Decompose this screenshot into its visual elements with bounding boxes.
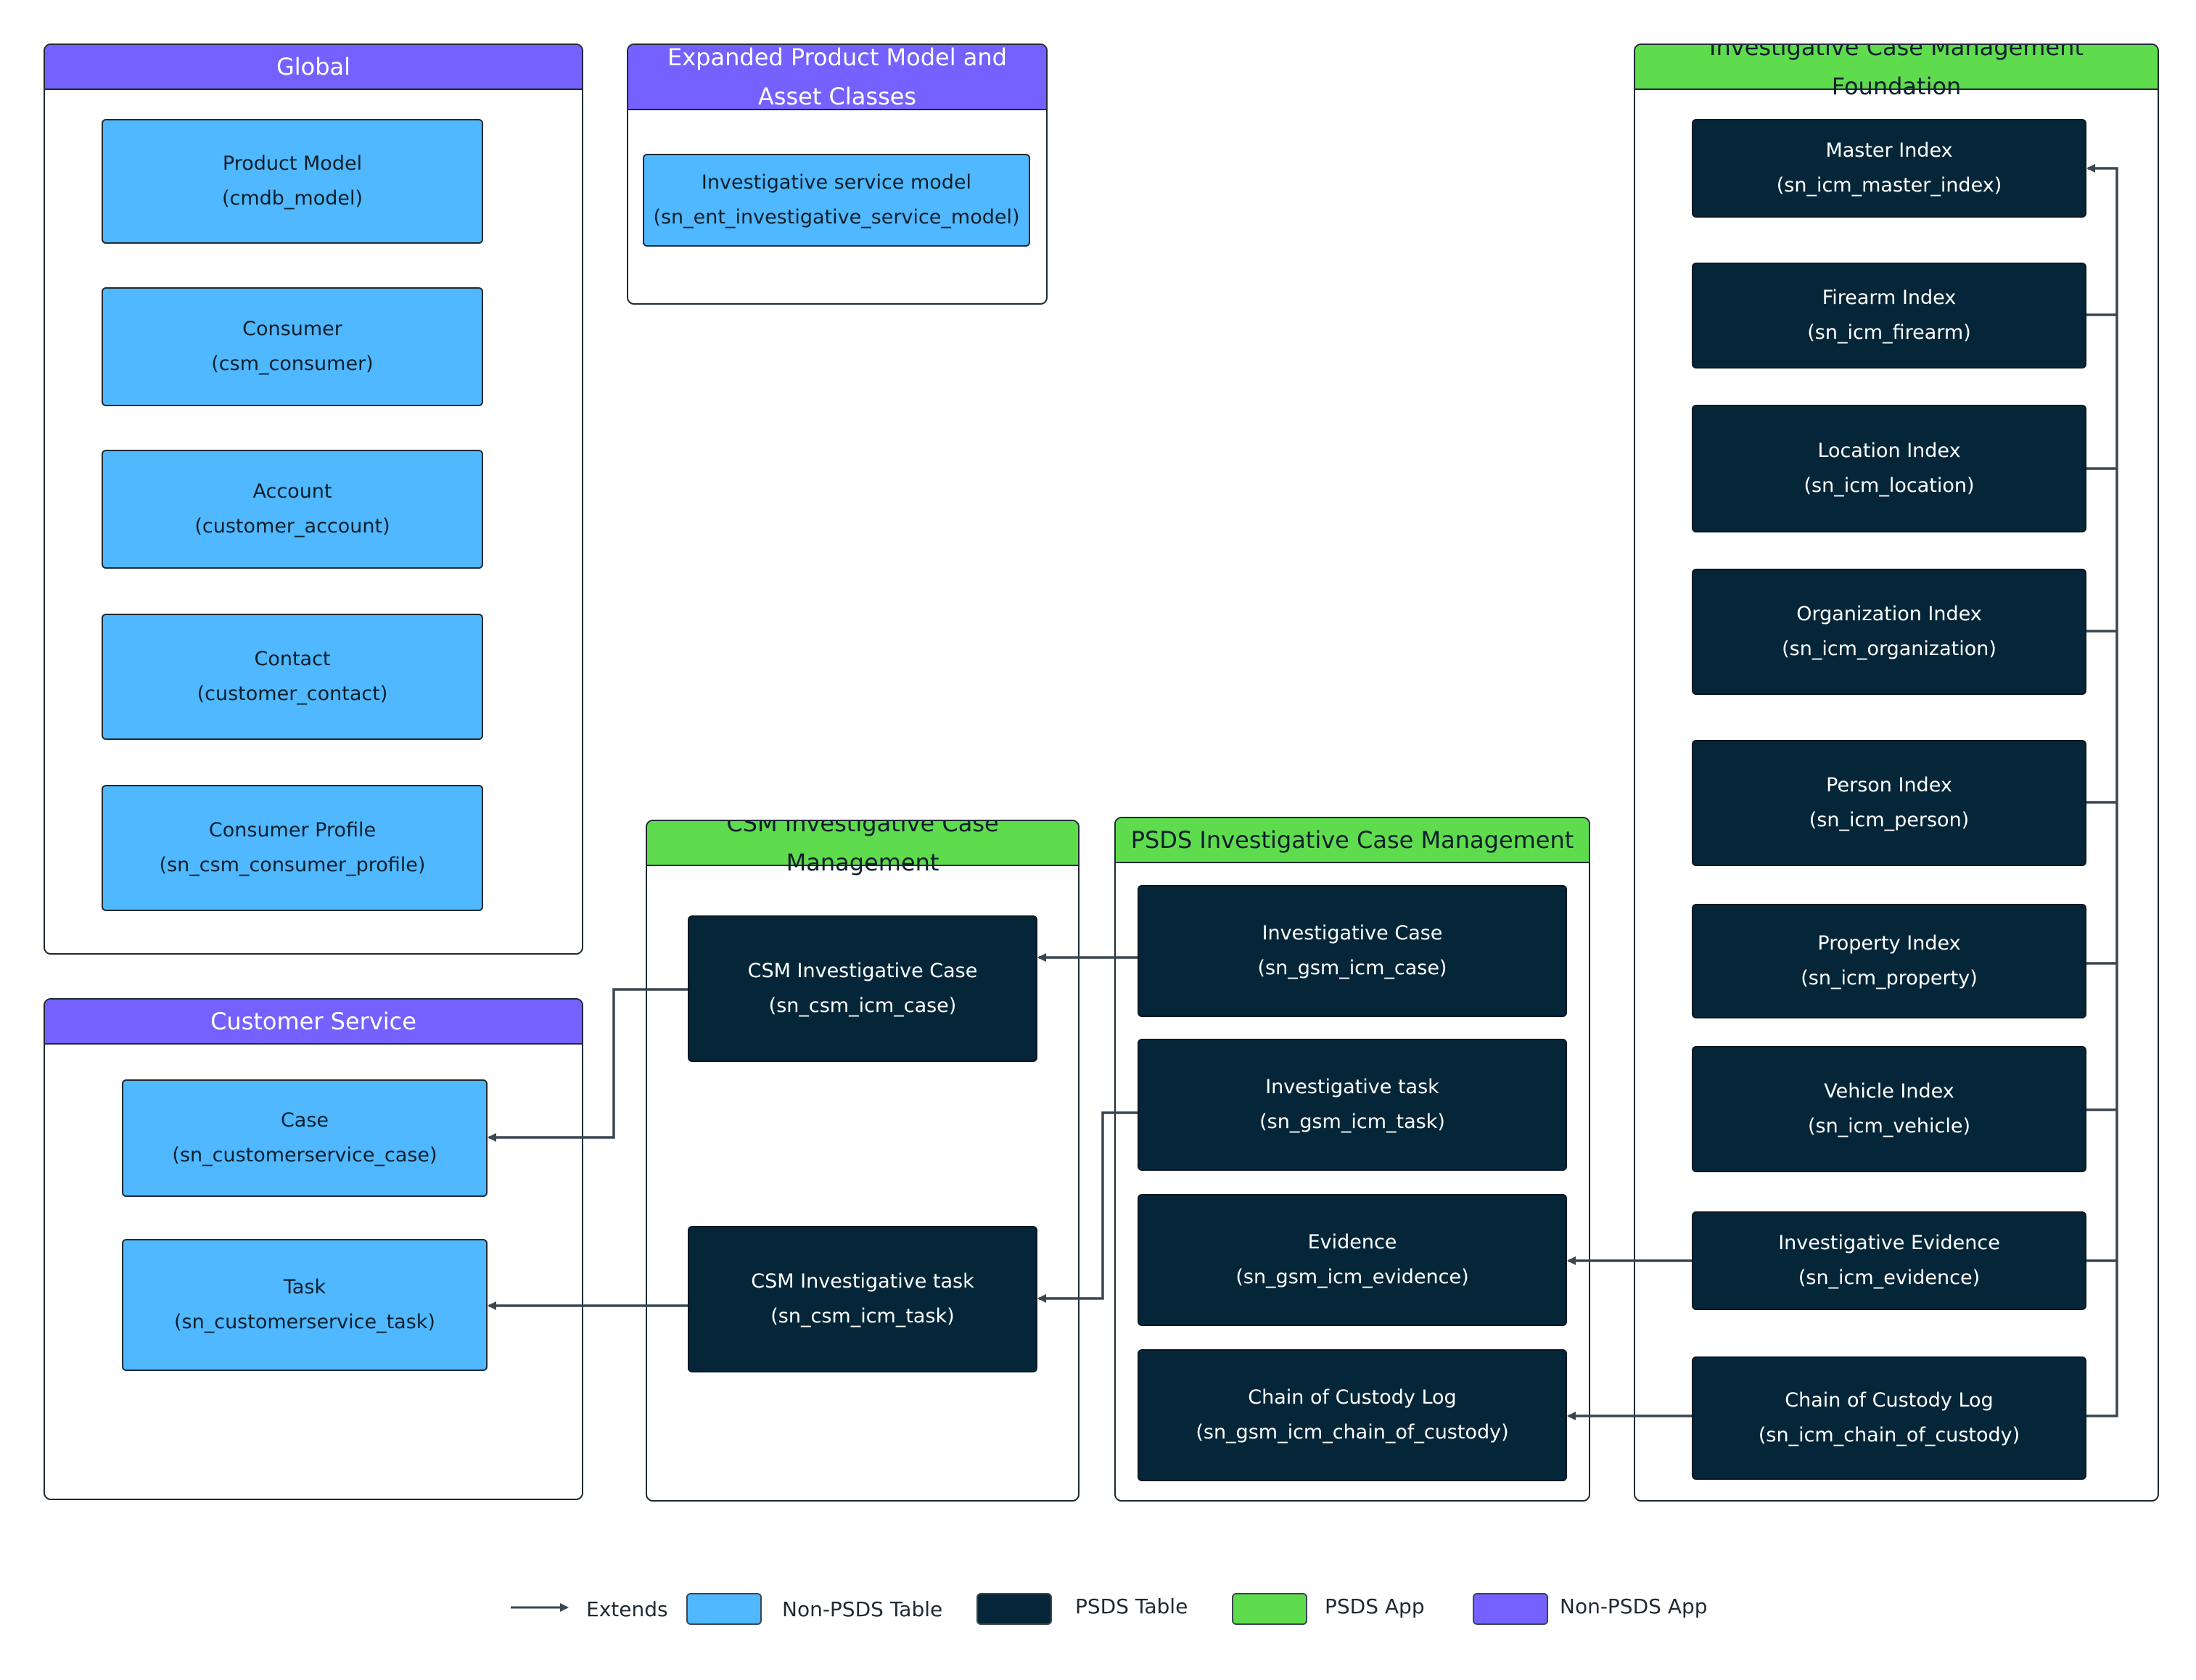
connector-inv-task-to-csm-task	[1037, 1111, 1138, 1303]
global-header: Global	[45, 45, 582, 90]
customer-service-title: Customer Service	[210, 1008, 416, 1035]
table-name: Firearm Index	[1822, 287, 1957, 309]
psds-icm-title: PSDS Investigative Case Management	[1130, 826, 1574, 854]
table-name: Product Model	[222, 152, 363, 175]
table-name: Property Index	[1817, 932, 1961, 955]
csm-icm-title: CSM Investigative Case Management	[726, 820, 999, 876]
icm-foundation-title: Investigative Case Management Foundation	[1709, 44, 2084, 100]
table-id: (sn_gsm_icm_chain_of_custody)	[1196, 1421, 1509, 1444]
table-id: (sn_icm_master_index)	[1776, 174, 2002, 197]
table-investigative-case[interactable]: Investigative Case (sn_gsm_icm_case)	[1138, 885, 1567, 1017]
table-name: Person Index	[1826, 774, 1952, 796]
table-id: (csm_consumer)	[211, 353, 374, 375]
legend-psds-app-label: PSDS App	[1325, 1594, 1425, 1618]
table-csm-investigative-case[interactable]: CSM Investigative Case (sn_csm_icm_case)	[688, 915, 1037, 1062]
table-master-index[interactable]: Master Index (sn_icm_master_index)	[1692, 119, 2086, 218]
table-name: Organization Index	[1796, 603, 1982, 625]
table-name: Master Index	[1825, 139, 1953, 162]
table-id: (customer_contact)	[197, 683, 388, 705]
table-id: (sn_icm_chain_of_custody)	[1758, 1424, 2020, 1446]
table-id: (sn_ent_investigative_service_model)	[653, 206, 1020, 228]
legend-non-psds-table-swatch	[686, 1593, 762, 1625]
table-id: (sn_csm_icm_case)	[768, 995, 957, 1017]
csm-icm-header: CSM Investigative Case Management	[647, 821, 1078, 876]
connector-csm-case-to-case	[488, 988, 688, 1142]
table-name: Consumer	[242, 318, 342, 340]
table-name: Chain of Custody Log	[1785, 1389, 1994, 1412]
icm-foundation-header: Investigative Case Management Foundation	[1635, 45, 2158, 100]
legend-psds-app-swatch	[1232, 1593, 1307, 1625]
table-location-index[interactable]: Location Index (sn_icm_location)	[1692, 405, 2086, 532]
table-evidence[interactable]: Evidence (sn_gsm_icm_evidence)	[1138, 1194, 1567, 1326]
table-account[interactable]: Account (customer_account)	[102, 450, 483, 569]
table-id: (sn_icm_organization)	[1782, 638, 1996, 660]
table-consumer-profile[interactable]: Consumer Profile (sn_csm_consumer_profil…	[102, 785, 483, 911]
table-name: Task	[283, 1276, 326, 1298]
table-id: (sn_gsm_icm_evidence)	[1235, 1266, 1469, 1288]
table-case[interactable]: Case (sn_customerservice_case)	[122, 1079, 488, 1197]
table-id: (sn_gsm_icm_task)	[1259, 1111, 1445, 1133]
legend-extends-label: Extends	[586, 1597, 668, 1621]
table-property-index[interactable]: Property Index (sn_icm_property)	[1692, 904, 2086, 1018]
connector-trunk-to-master-index	[2086, 164, 2118, 1417]
table-name: CSM Investigative Case	[747, 960, 978, 982]
table-id: (sn_csm_consumer_profile)	[159, 854, 426, 876]
table-name: Case	[280, 1109, 329, 1132]
table-name: Investigative service model	[701, 171, 972, 194]
table-id: (sn_customerservice_task)	[174, 1311, 435, 1333]
table-name: Location Index	[1817, 440, 1961, 462]
global-title: Global	[276, 53, 351, 81]
table-name: Chain of Custody Log	[1248, 1386, 1457, 1409]
table-id: (sn_icm_vehicle)	[1807, 1115, 1971, 1137]
psds-icm-header: PSDS Investigative Case Management	[1116, 818, 1589, 863]
table-name: Consumer Profile	[208, 819, 377, 841]
legend-non-psds-app-swatch	[1473, 1593, 1548, 1625]
table-id: (cmdb_model)	[221, 187, 363, 210]
legend-non-psds-app-label: Non-PSDS App	[1560, 1594, 1708, 1618]
table-id: (sn_csm_icm_task)	[770, 1305, 955, 1327]
table-id: (sn_customerservice_case)	[172, 1144, 437, 1166]
table-name: Account	[252, 480, 332, 503]
table-contact[interactable]: Contact (customer_contact)	[102, 614, 483, 740]
table-firearm-index[interactable]: Firearm Index (sn_icm_firearm)	[1692, 263, 2086, 368]
table-name: Investigative task	[1265, 1076, 1439, 1098]
table-person-index[interactable]: Person Index (sn_icm_person)	[1692, 740, 2086, 866]
table-name: Investigative Case	[1262, 922, 1443, 944]
table-id: (sn_icm_property)	[1801, 967, 1978, 989]
table-name: Evidence	[1307, 1231, 1397, 1253]
table-task[interactable]: Task (sn_customerservice_task)	[122, 1239, 488, 1371]
table-id: (sn_icm_evidence)	[1798, 1267, 1981, 1289]
table-chain-of-custody-log-icm[interactable]: Chain of Custody Log (sn_icm_chain_of_cu…	[1692, 1356, 2086, 1480]
table-investigative-service-model[interactable]: Investigative service model (sn_ent_inve…	[643, 154, 1030, 247]
table-vehicle-index[interactable]: Vehicle Index (sn_icm_vehicle)	[1692, 1046, 2086, 1172]
table-name: Investigative Evidence	[1778, 1232, 2000, 1254]
table-id: (sn_icm_person)	[1809, 809, 1970, 831]
table-investigative-evidence[interactable]: Investigative Evidence (sn_icm_evidence)	[1692, 1211, 2086, 1310]
legend-psds-table-swatch	[976, 1593, 1052, 1625]
table-id: (customer_account)	[194, 515, 390, 538]
table-name: Contact	[254, 648, 331, 670]
customer-service-header: Customer Service	[45, 1000, 582, 1045]
table-name: CSM Investigative task	[751, 1270, 974, 1293]
table-investigative-task[interactable]: Investigative task (sn_gsm_icm_task)	[1138, 1039, 1567, 1171]
table-name: Vehicle Index	[1824, 1080, 1954, 1103]
table-id: (sn_gsm_icm_case)	[1257, 957, 1447, 979]
expanded-product-model-title: Expanded Product Model and Asset Classes	[667, 44, 1007, 110]
expanded-product-model-header: Expanded Product Model and Asset Classes	[628, 45, 1046, 110]
table-chain-of-custody-log-gsm[interactable]: Chain of Custody Log (sn_gsm_icm_chain_o…	[1138, 1349, 1567, 1481]
table-id: (sn_icm_location)	[1804, 474, 1975, 497]
table-id: (sn_icm_firearm)	[1807, 321, 1971, 344]
table-csm-investigative-task[interactable]: CSM Investigative task (sn_csm_icm_task)	[688, 1226, 1037, 1372]
legend-non-psds-table-label: Non-PSDS Table	[782, 1597, 943, 1621]
table-product-model[interactable]: Product Model (cmdb_model)	[102, 119, 483, 244]
table-consumer[interactable]: Consumer (csm_consumer)	[102, 287, 483, 406]
table-organization-index[interactable]: Organization Index (sn_icm_organization)	[1692, 569, 2086, 695]
legend-psds-table-label: PSDS Table	[1075, 1594, 1188, 1618]
